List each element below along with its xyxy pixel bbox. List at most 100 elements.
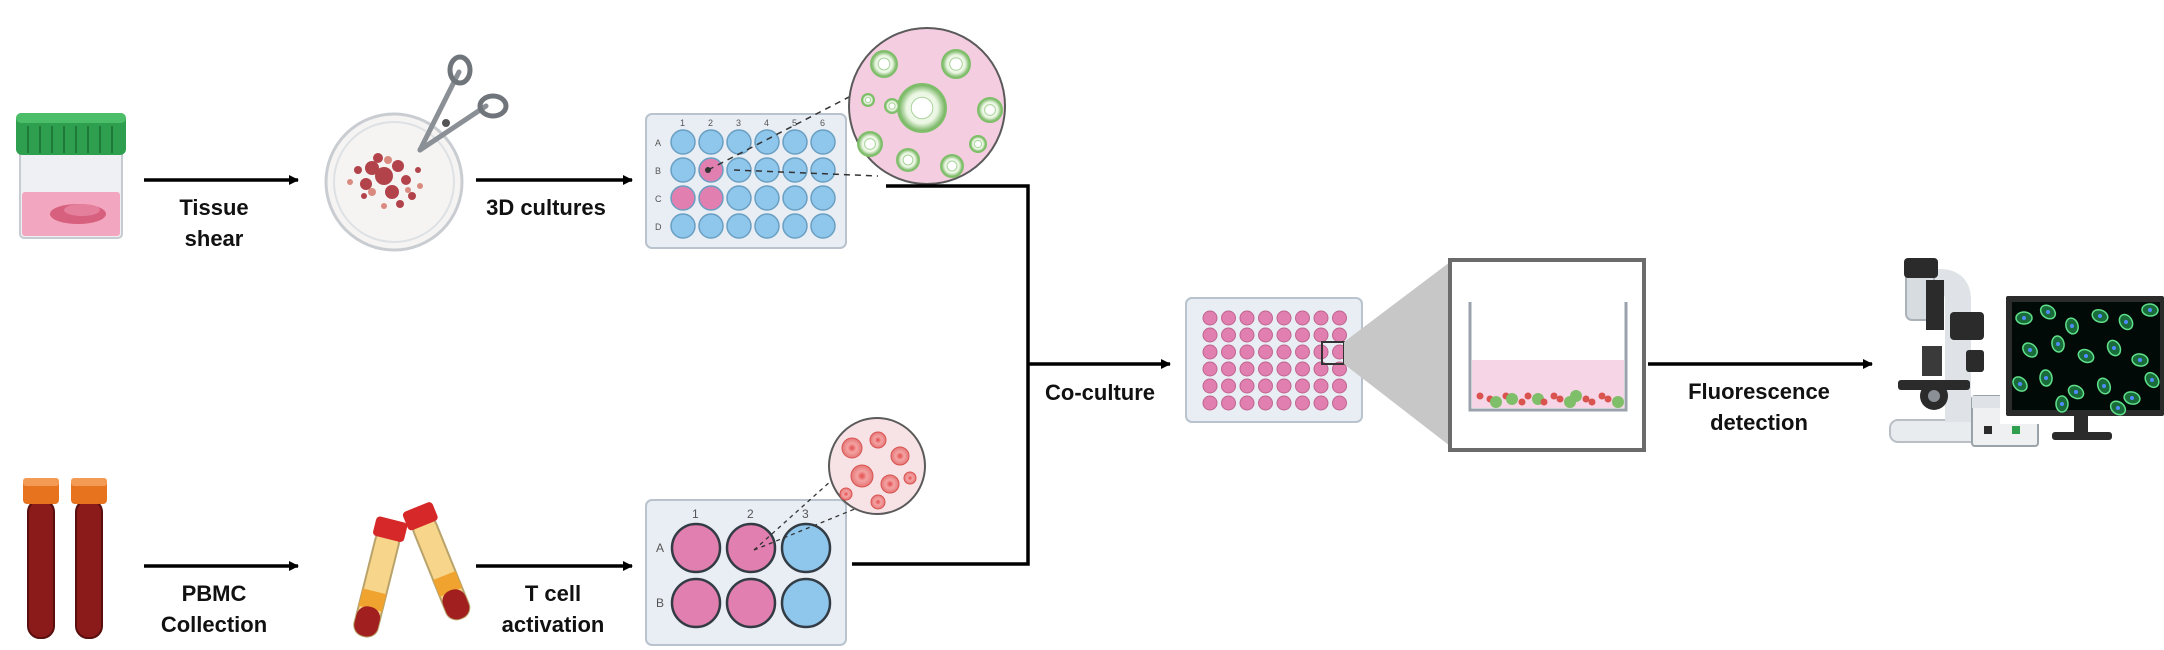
well (1202, 344, 1218, 360)
well (782, 129, 808, 155)
well (782, 213, 808, 239)
well (1239, 378, 1255, 394)
well (1239, 310, 1255, 326)
well (698, 185, 724, 211)
well (1313, 378, 1329, 394)
well (1295, 344, 1310, 360)
well (1202, 361, 1218, 377)
cell-nucleus (2138, 358, 2142, 362)
plate-col-label: 2 (708, 118, 713, 128)
well (698, 129, 724, 155)
well (1295, 361, 1310, 377)
well (810, 185, 836, 211)
well (1221, 395, 1236, 411)
well (1258, 327, 1273, 343)
zoom-line (733, 169, 879, 177)
blood-tube-icon (23, 478, 107, 639)
plate-col-label: 1 (692, 507, 699, 521)
cell-nucleus (2150, 378, 2154, 382)
cell-nucleus (2018, 382, 2022, 386)
plate-col-label: 4 (764, 118, 769, 128)
well (698, 213, 724, 239)
tcell (880, 474, 900, 494)
tcell (1476, 392, 1484, 400)
cell-nucleus (2124, 320, 2128, 324)
cell-nucleus (2044, 376, 2048, 380)
organoid-lumen (973, 139, 983, 149)
cell-nucleus (2148, 308, 2152, 312)
label-co-culture: Co-culture (980, 377, 1220, 408)
label-line: 3D cultures (486, 195, 606, 220)
zoom-cone (1344, 262, 1450, 446)
well (1239, 395, 1255, 411)
tcell (1518, 398, 1526, 406)
well (670, 129, 696, 155)
well (1295, 395, 1310, 411)
well (1221, 310, 1236, 326)
label-line: Collection (160, 612, 268, 637)
well (1332, 395, 1347, 411)
well (1202, 378, 1218, 394)
well (1295, 327, 1310, 343)
plate-row-label: C (655, 194, 662, 204)
well (782, 157, 808, 183)
label-3d-cultures: 3D cultures (426, 192, 666, 223)
well (1332, 361, 1347, 377)
well (1258, 378, 1273, 394)
well (1313, 310, 1329, 326)
cell-nucleus (2046, 310, 2050, 314)
organoid-cell (1506, 393, 1518, 405)
well (810, 129, 836, 155)
fluorescent-cells (2012, 303, 2160, 416)
plate-col-label: 3 (802, 507, 809, 521)
label-line: detection (1710, 410, 1808, 435)
label-tissue-shear: Tissue shear (94, 192, 334, 254)
tcell (1582, 395, 1590, 403)
well (1239, 327, 1255, 343)
well (1313, 327, 1329, 343)
cell-nucleus (2116, 406, 2120, 410)
scissors-icon (417, 54, 509, 153)
zoom-line (753, 501, 873, 551)
organoid-cell (1570, 390, 1582, 402)
cell-nucleus (2112, 346, 2116, 350)
plate-row-label: D (655, 222, 662, 232)
zoom-line (753, 479, 833, 551)
label-fluorescence-detection: Fluorescence detection (1639, 376, 1879, 438)
organoid-cell (1612, 396, 1624, 408)
tcell (839, 487, 853, 501)
plate-6-wells (670, 522, 832, 629)
well (1258, 395, 1273, 411)
monitor-icon (2000, 296, 2164, 440)
well (1221, 361, 1236, 377)
tcell (1524, 392, 1532, 400)
cell-nucleus (2028, 348, 2032, 352)
well (1332, 378, 1347, 394)
well (1276, 310, 1292, 326)
label-line: activation (501, 612, 605, 637)
label-line: Fluorescence (1688, 379, 1830, 404)
tcell (869, 431, 887, 449)
connector-merge (852, 184, 1030, 566)
well (754, 129, 780, 155)
petri-dish-icon (324, 112, 464, 252)
organoid-lumen (888, 102, 896, 110)
label-pbmc-collection: PBMC Collection (94, 578, 334, 640)
organoid-zoom-bubble (848, 27, 1006, 185)
plate-col-label: 1 (680, 118, 685, 128)
plate-col-label: 5 (792, 118, 797, 128)
well (754, 157, 780, 183)
tcell (1556, 395, 1564, 403)
organoid-lumen (864, 96, 872, 104)
well (1258, 310, 1273, 326)
well (1313, 395, 1329, 411)
well (754, 213, 780, 239)
cell-nucleus (2102, 384, 2106, 388)
tcell (1604, 395, 1612, 403)
cell-nucleus (2060, 402, 2064, 406)
well (1332, 310, 1347, 326)
well (1202, 395, 1218, 411)
cell-nucleus (2130, 396, 2134, 400)
